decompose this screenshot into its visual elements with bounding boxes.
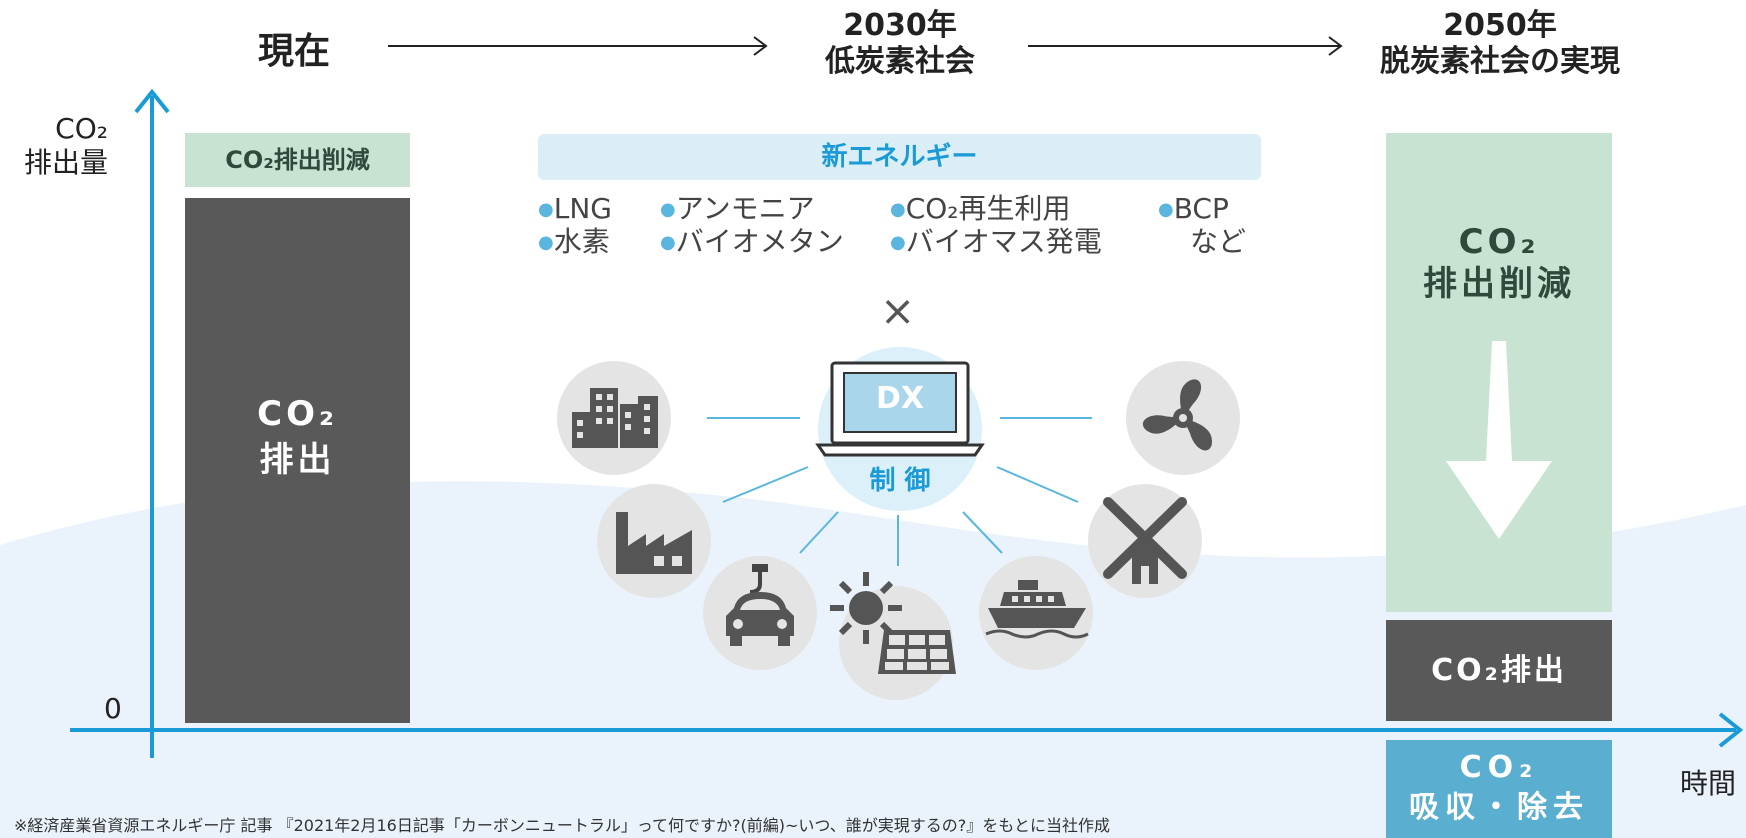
factory-icon <box>616 512 692 574</box>
bullet-icon: ● <box>890 232 906 253</box>
bullet-icon: ● <box>660 232 676 253</box>
windmill-icon <box>1103 497 1187 584</box>
future-reduction-area: CO₂ 排出削減 <box>1386 133 1612 612</box>
future-reduction-text: CO₂ 排出削減 <box>1386 221 1612 305</box>
future-absorb-bar: CO₂ 吸収・除去 <box>1386 740 1612 838</box>
title-2030: 低炭素社会 <box>825 44 975 79</box>
tech-item-hydrogen: 水素 <box>553 225 610 258</box>
x-axis-label: 時間 <box>1680 767 1737 800</box>
tech-item-etc: など <box>1190 225 1247 258</box>
electric-car-icon <box>726 564 794 646</box>
y-axis-label-line2: 排出量 <box>23 146 108 179</box>
bullet-icon: ● <box>1158 199 1174 220</box>
fan-icon <box>1142 379 1212 451</box>
title-2050: 脱炭素社会の実現 <box>1380 44 1620 79</box>
present-emission-line2: 排出 <box>259 440 336 480</box>
arrow-to-2050 <box>1028 36 1343 56</box>
tech-item-co2-recycle: CO₂再生利用 <box>905 192 1071 225</box>
tech-column-4: ●BCP など <box>1158 193 1246 258</box>
ship-icon <box>985 580 1089 639</box>
tech-column-1: ●LNG ●水素 <box>538 193 612 259</box>
new-energy-title: 新エネルギー <box>538 134 1261 180</box>
y-axis-arrowhead <box>134 88 170 114</box>
bullet-icon: ● <box>660 199 676 220</box>
tech-column-2: ●アンモニア ●バイオメタン <box>660 193 844 259</box>
buildings-icon <box>572 388 658 448</box>
dx-screen-label: DX <box>875 381 925 416</box>
present-emission-line1: CO₂ <box>257 394 338 434</box>
tech-item-biomethane: バイオメタン <box>675 225 844 258</box>
x-axis-arrowhead <box>1718 712 1744 748</box>
tech-item-biomass: バイオマス発電 <box>905 225 1102 258</box>
cross-symbol: × <box>880 286 916 335</box>
arrow-to-2030 <box>388 36 768 56</box>
present-emission-bar: CO₂ 排出 <box>185 198 410 723</box>
laptop-icon <box>815 361 985 457</box>
dx-control-label: 制 御 <box>869 466 931 496</box>
label-2030: 2030年 低炭素社会 <box>780 8 1020 80</box>
present-reduction-label: CO₂排出削減 <box>185 133 410 187</box>
solar-panel-icon <box>830 572 956 674</box>
future-emission-bar: CO₂排出 <box>1386 620 1612 721</box>
bullet-icon: ● <box>538 232 554 253</box>
y-axis-zero: 0 <box>104 692 122 725</box>
label-2050: 2050年 脱炭素社会の実現 <box>1350 8 1650 80</box>
tech-item-lng: LNG <box>553 192 612 225</box>
present-label: 現在 <box>258 31 331 72</box>
year-2030: 2030年 <box>843 8 957 43</box>
bullet-icon: ● <box>890 199 906 220</box>
tech-item-ammonia: アンモニア <box>675 192 815 225</box>
tech-column-3: ●CO₂再生利用 ●バイオマス発電 <box>890 193 1102 259</box>
bullet-icon: ● <box>538 199 554 220</box>
future-reduction-line1: CO₂ <box>1458 222 1540 262</box>
future-absorb-line2: 吸収・除去 <box>1409 790 1589 825</box>
down-arrow-icon <box>1446 341 1552 539</box>
y-axis-label-line1: CO₂ <box>55 112 108 145</box>
source-footnote: ※経済産業省資源エネルギー庁 記事 『2021年2月16日記事「カーボンニュート… <box>14 816 1110 835</box>
y-axis-label: CO₂ 排出量 <box>8 112 108 180</box>
future-absorb-line1: CO₂ <box>1459 750 1539 785</box>
present-emission-text: CO₂ 排出 <box>185 391 410 483</box>
year-2050: 2050年 <box>1443 8 1557 43</box>
tech-item-bcp: BCP <box>1173 192 1229 225</box>
future-reduction-line2: 排出削減 <box>1423 264 1575 304</box>
